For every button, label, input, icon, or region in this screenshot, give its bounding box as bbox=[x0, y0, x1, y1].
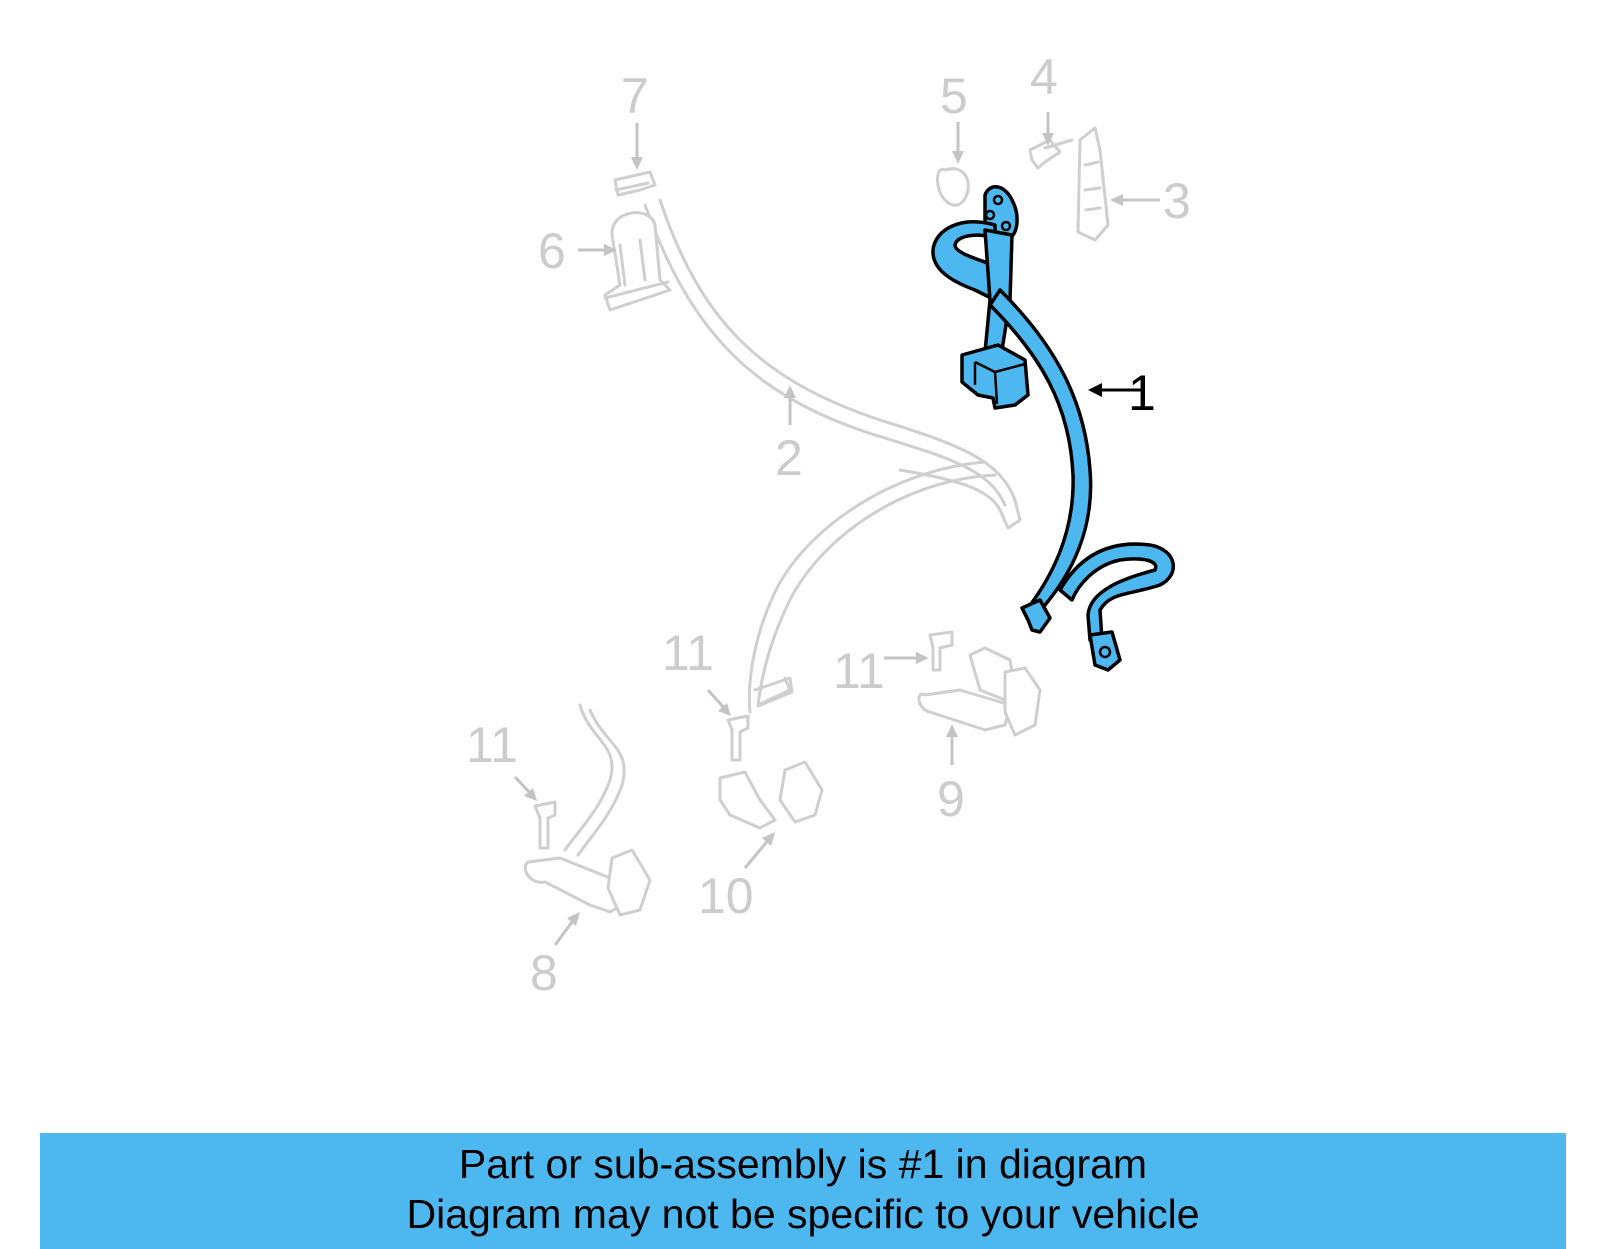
part-11-bolt-b bbox=[928, 630, 954, 672]
part-3-bracket bbox=[1076, 126, 1110, 242]
callout-1: 1 bbox=[1128, 365, 1156, 421]
part-7-guide bbox=[613, 170, 657, 197]
callout-2: 2 bbox=[775, 430, 803, 486]
part-5-cover bbox=[936, 167, 970, 207]
banner-line-2: Diagram may not be specific to your vehi… bbox=[406, 1191, 1200, 1237]
part-10-buckle bbox=[718, 760, 824, 830]
part-6-anchor bbox=[603, 211, 672, 312]
callout-9: 9 bbox=[937, 771, 965, 827]
callout-11b: 11 bbox=[833, 643, 885, 699]
part-11-bolt-a bbox=[726, 714, 750, 762]
part-2-belt bbox=[643, 198, 1022, 714]
callout-6: 6 bbox=[538, 223, 566, 279]
callout-3: 3 bbox=[1163, 173, 1191, 229]
callout-7: 7 bbox=[621, 68, 649, 124]
callout-8: 8 bbox=[530, 945, 558, 1001]
part-8-buckle bbox=[523, 703, 652, 917]
info-banner: Part or sub-assembly is #1 in diagram Di… bbox=[40, 1133, 1566, 1249]
part-9-buckle bbox=[917, 646, 1042, 737]
callout-4: 4 bbox=[1030, 49, 1058, 105]
callout-11a: 11 bbox=[662, 625, 714, 681]
callout-5: 5 bbox=[940, 68, 968, 124]
banner-line-1: Part or sub-assembly is #1 in diagram bbox=[458, 1141, 1148, 1187]
callout-10: 10 bbox=[698, 868, 754, 924]
leader-lines bbox=[513, 112, 1160, 946]
part-1-seat-belt-assembly[interactable] bbox=[931, 185, 1176, 672]
part-11-bolt-c bbox=[533, 800, 557, 850]
part-4-bolt bbox=[1028, 138, 1074, 170]
callout-11c: 11 bbox=[466, 717, 518, 773]
